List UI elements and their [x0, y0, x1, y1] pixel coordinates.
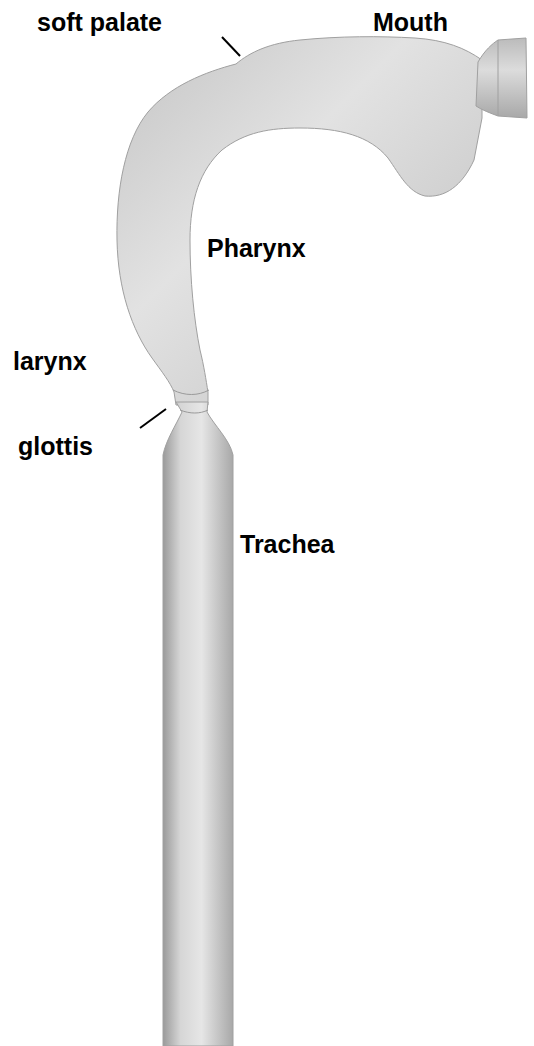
part-label: larynx	[13, 349, 87, 374]
part-label: soft palate	[37, 10, 162, 35]
airway-upper	[117, 37, 482, 405]
part-label: Pharynx	[207, 236, 306, 261]
glottis-ring	[180, 410, 208, 413]
trachea-tube	[163, 402, 233, 1046]
part-label: glottis	[18, 434, 93, 459]
larynx-ring	[173, 390, 209, 395]
mouth-rim	[498, 40, 499, 116]
leader-line	[140, 409, 166, 428]
part-label: Mouth	[373, 10, 448, 35]
leader-line	[222, 37, 240, 56]
mouth-piece	[476, 38, 527, 118]
part-label: Trachea	[240, 532, 335, 557]
